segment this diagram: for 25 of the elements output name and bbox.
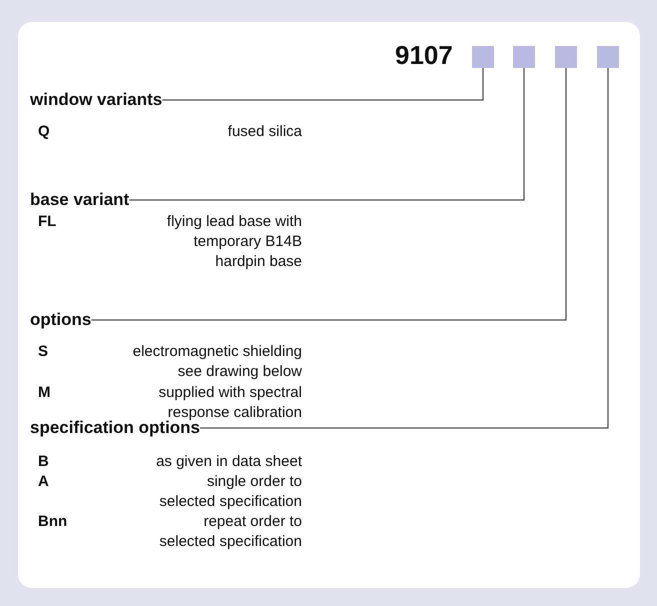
- section-heading: window variants: [30, 90, 310, 110]
- option-code: FL: [38, 212, 58, 232]
- option-code: Q: [38, 122, 51, 142]
- leader-line: [162, 68, 484, 100]
- section-heading: base variant: [30, 190, 310, 210]
- option-description: fused silica: [226, 122, 302, 142]
- section-heading: options: [30, 310, 310, 330]
- leader-line: [200, 68, 608, 428]
- option-code: M: [38, 383, 52, 403]
- option-description: repeat order to selected specification: [158, 512, 302, 552]
- option-code: B: [38, 452, 50, 472]
- leader-line: [128, 68, 524, 200]
- option-code: A: [38, 472, 50, 492]
- model-number: 9107: [395, 40, 454, 70]
- leader-line: [90, 68, 566, 320]
- code-position-box: [555, 46, 577, 68]
- option-code: S: [38, 342, 50, 362]
- code-position-box: [513, 46, 535, 68]
- option-code: Bnn: [38, 512, 68, 532]
- section-heading: specification options: [30, 418, 320, 438]
- option-description: supplied with spectral response calibration: [158, 383, 302, 421]
- code-position-box: [597, 46, 619, 68]
- option-description: flying lead base with temporary B14B hardpin base: [166, 212, 302, 272]
- option-description: as given in data sheet: [155, 452, 302, 472]
- code-position-box: [472, 46, 494, 68]
